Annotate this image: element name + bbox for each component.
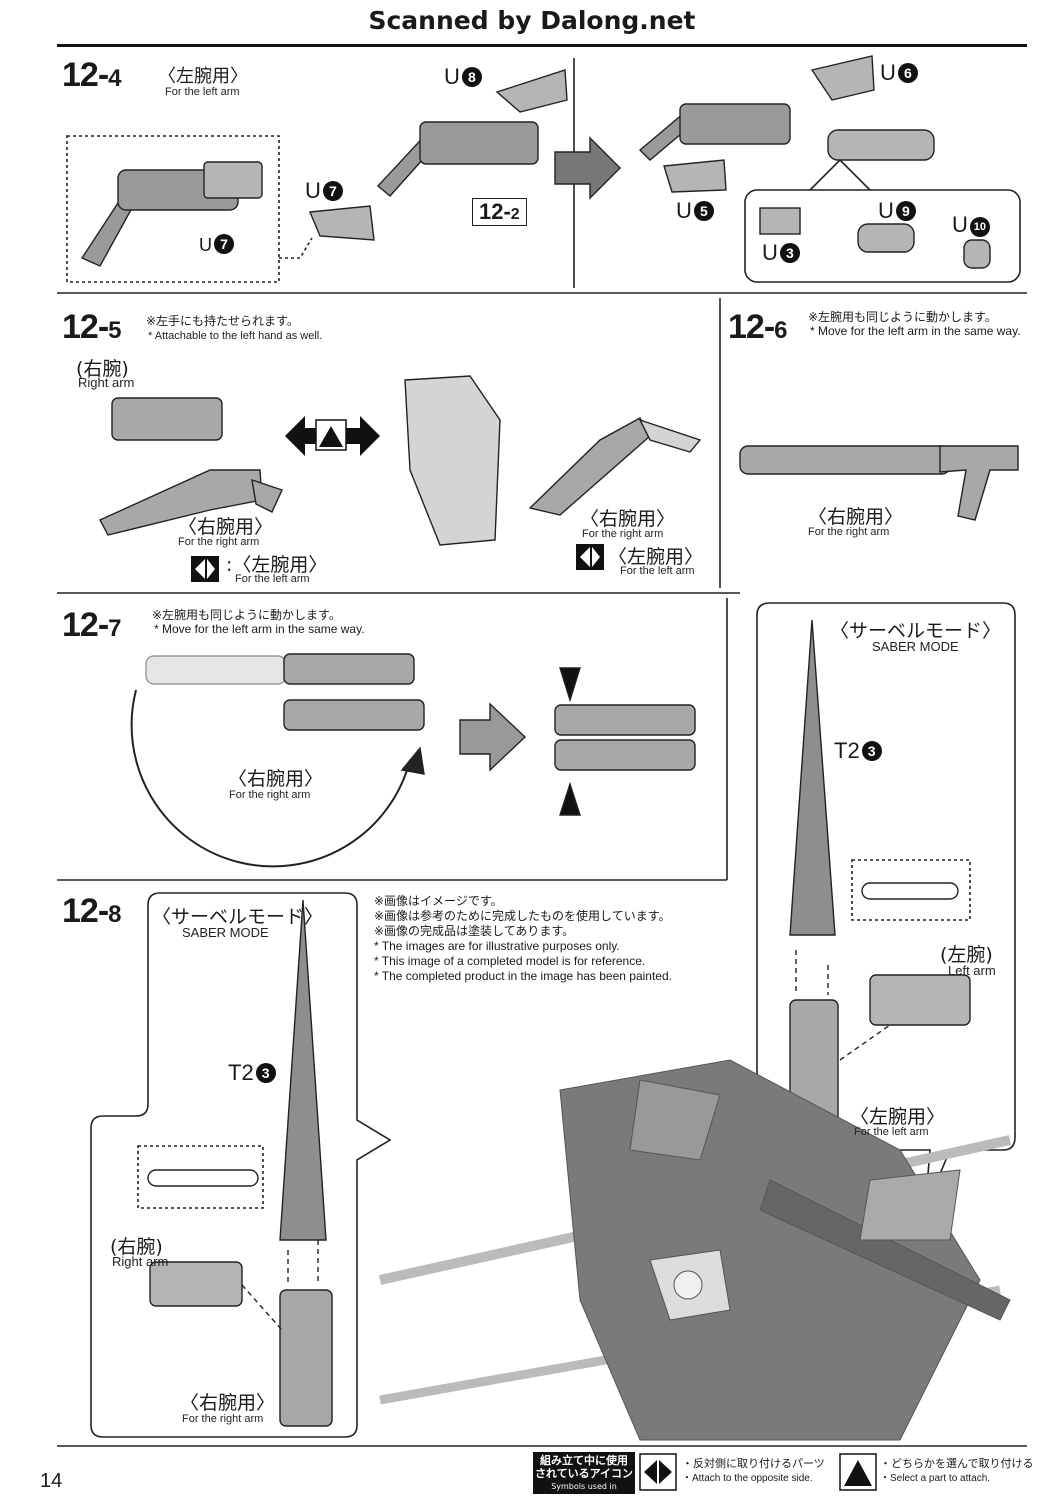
note-12-7-jp: ※左腕用も同じように動かします。 xyxy=(152,608,341,622)
legend-title-jp-1: 組み立て中に使用 xyxy=(540,1454,628,1467)
for-right-arm-en-2: For the right arm xyxy=(582,528,664,540)
for-right-arm-en-12-6: For the right arm xyxy=(808,526,890,538)
for-right-arm-jp-12-6: 〈右腕用〉 xyxy=(808,506,904,528)
legend-opposite-en: ・Attach to the opposite side. xyxy=(682,1473,813,1484)
step-number-12-7: 12-7 xyxy=(62,606,122,644)
right-arm-jp-12-8: (右腕) xyxy=(110,1236,163,1258)
legend-select-en: ・Select a part to attach. xyxy=(880,1473,991,1484)
label-left-arm-en: For the left arm xyxy=(165,86,240,98)
for-right-arm-en: For the right arm xyxy=(178,536,260,548)
image-note-en-1: * The images are for illustrative purpos… xyxy=(374,939,620,953)
for-left-arm-jp: :〈左腕用〉 xyxy=(226,554,328,576)
step-prefix: 12- xyxy=(62,56,109,94)
for-right-arm-jp-2: 〈右腕用〉 xyxy=(580,508,676,530)
header-rule xyxy=(57,44,1027,47)
legend-title-jp-2: されているアイコン xyxy=(534,1467,634,1480)
legend-opposite: ・反対側に取り付けるパーツ ・Attach to the opposite si… xyxy=(682,1456,825,1486)
saber-mode-jp-right: 〈サーベルモード〉 xyxy=(830,620,1002,642)
right-arm-en: Right arm xyxy=(78,375,135,390)
label-left-arm-jp: 〈左腕用〉 xyxy=(158,66,248,87)
image-note-jp-3: ※画像の完成品は塗装してあります。 xyxy=(374,924,575,938)
for-left-arm-jp-saber: 〈左腕用〉 xyxy=(850,1106,946,1128)
page-number: 14 xyxy=(40,1470,63,1492)
for-right-arm-jp: 〈右腕用〉 xyxy=(178,516,274,538)
note-12-6-jp: ※左腕用も同じように動かします。 xyxy=(808,310,997,324)
image-note-jp-2: ※画像は参考のために完成したものを使用しています。 xyxy=(374,909,671,923)
note-12-7-en: * Move for the left arm in the same way. xyxy=(154,622,365,636)
step-number-12-8: 12-8 xyxy=(62,892,122,930)
step-suffix: 4 xyxy=(108,65,121,92)
for-left-arm-en: For the left arm xyxy=(235,573,310,585)
legend-opposite-jp: ・反対側に取り付けるパーツ xyxy=(682,1457,825,1470)
left-arm-jp: (左腕) xyxy=(940,944,993,966)
step-number-12-6: 12-6 xyxy=(728,308,788,346)
for-right-arm-jp-12-7: 〈右腕用〉 xyxy=(228,768,324,790)
for-left-arm-jp-2: 〈左腕用〉 xyxy=(608,546,704,568)
image-notes: ※画像はイメージです。 ※画像は参考のために完成したものを使用しています。 ※画… xyxy=(374,894,672,984)
note-12-5-jp: ※左手にも持たせられます。 xyxy=(146,314,299,328)
page-header-title: Scanned by Dalong.net xyxy=(368,6,696,35)
legend-select: ・どちらかを選んで取り付ける ・Select a part to attach. xyxy=(880,1456,1033,1486)
saber-mode-jp: 〈サーベルモード〉 xyxy=(152,906,324,928)
note-12-6-en: * Move for the left arm in the same way. xyxy=(810,324,1021,338)
for-left-arm-en-2: For the left arm xyxy=(620,565,695,577)
image-note-en-3: * The completed product in the image has… xyxy=(374,969,672,983)
for-right-arm-en-12-7: For the right arm xyxy=(229,789,311,801)
for-left-arm-en-saber: For the left arm xyxy=(854,1126,929,1138)
legend-title-en: Symbols used in instructions xyxy=(551,1482,617,1504)
image-note-en-2: * This image of a completed model is for… xyxy=(374,954,646,968)
image-note-jp-1: ※画像はイメージです。 xyxy=(374,894,503,908)
left-arm-en: Left arm xyxy=(948,963,996,978)
legend-title-box: 組み立て中に使用 されているアイコン Symbols used in instr… xyxy=(533,1452,635,1504)
right-arm-en-12-8: Right arm xyxy=(112,1254,169,1269)
saber-mode-en-right: SABER MODE xyxy=(872,639,959,654)
saber-mode-en: SABER MODE xyxy=(182,925,269,940)
step-number-12-5: 12-5 xyxy=(62,308,122,346)
legend-select-jp: ・どちらかを選んで取り付ける xyxy=(880,1457,1034,1470)
for-right-arm-jp-12-8: 〈右腕用〉 xyxy=(180,1392,276,1414)
right-arm-jp: (右腕) xyxy=(76,358,129,380)
for-right-arm-en-12-8: For the right arm xyxy=(182,1413,264,1425)
step-number-12-4: 12-4 xyxy=(62,56,122,95)
reference-step-box: 12-2 xyxy=(472,198,527,226)
note-12-5-en: * Attachable to the left hand as well. xyxy=(148,330,323,342)
